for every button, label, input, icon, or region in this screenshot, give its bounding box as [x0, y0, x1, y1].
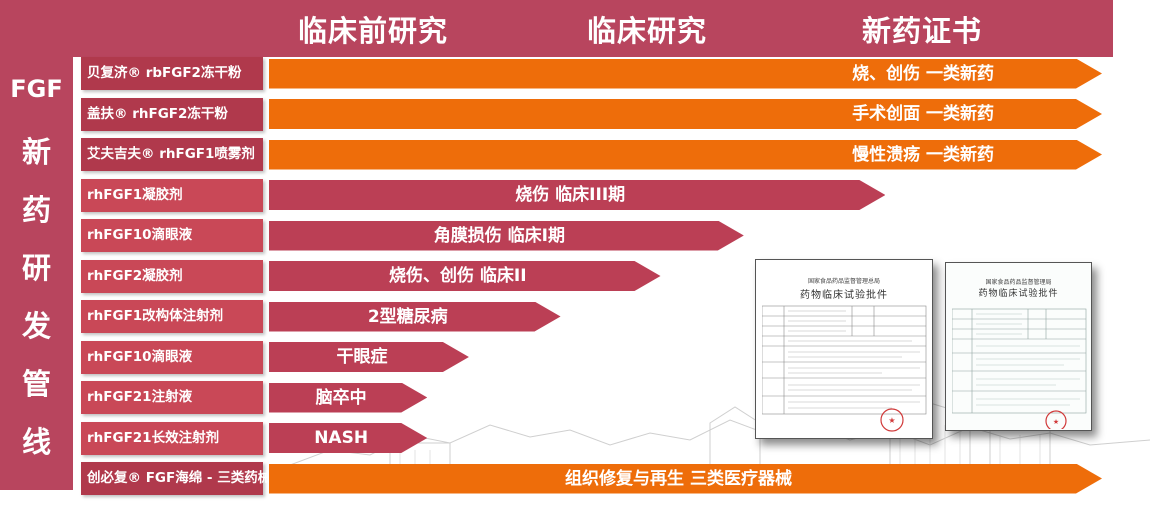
pipeline-status-text: NASH: [314, 428, 369, 448]
pipeline-product-label: rhFGF21注射液: [81, 381, 263, 414]
certificate-table-lines: ★: [952, 308, 1087, 429]
pipeline-status-text: 2型糖尿病: [367, 306, 448, 327]
pipeline-progress-arrow: 手术创面 一类新药: [269, 99, 1102, 129]
pipeline-progress-arrow: 组织修复与再生 三类医疗器械: [269, 463, 1102, 494]
clinical-trial-approval-document: 国家食品药品监督管理总局 药物临床试验批件 ★: [755, 259, 933, 439]
certificate-title: 药物临床试验批件: [978, 289, 1059, 299]
pipeline-progress-arrow: 角膜损伤 临床I期: [269, 220, 744, 251]
pipeline-product-label: rhFGF1凝胶剂: [81, 178, 263, 212]
pipeline-progress-arrow: 脑卒中: [269, 382, 428, 413]
svg-text:★: ★: [888, 416, 895, 425]
pipeline-product-label: 盖扶® rhFGF2冻干粉: [81, 97, 263, 131]
pipeline-progress-arrow: NASH: [269, 423, 428, 453]
sidebar-title-char: 管: [21, 367, 51, 401]
pipeline-progress-arrow: 烧伤、创伤 临床II: [269, 261, 661, 291]
pipeline-status-text: 烧伤、创伤 临床II: [388, 266, 527, 286]
certificate-header: 国家食品药品监督管理局: [985, 279, 1052, 286]
certificate-table-lines: ★: [762, 305, 927, 432]
pipeline-product-label: rhFGF10滴眼液: [81, 340, 263, 374]
sidebar-title-char: 线: [21, 425, 51, 459]
phase-header: 临床前研究 临床研究 新药证书: [0, 0, 1113, 57]
phase-new-drug-certificate: 新药证书: [862, 14, 983, 48]
pipeline-product-label: 创必复® FGF海绵 - 三类药械: [81, 462, 271, 495]
certificate-header: 国家食品药品监督管理总局: [807, 278, 880, 285]
pipeline-status-text: 干眼症: [336, 347, 388, 367]
pipeline-sidebar: FGF 新 药 研 发 管 线: [0, 57, 73, 490]
phase-preclinical: 临床前研究: [298, 14, 449, 48]
pipeline-product-label: 贝复济® rbFGF2冻干粉: [81, 57, 263, 90]
pipeline-status-text: 角膜损伤 临床I期: [433, 225, 566, 246]
pipeline-progress-arrow: 烧伤 临床III期: [269, 180, 886, 210]
pipeline-product-label: rhFGF10滴眼液: [81, 219, 263, 252]
pipeline-product-label: 艾夫吉夫® rhFGF1喷雾剂: [81, 138, 263, 171]
pipeline-status-text: 手术创面 一类新药: [852, 104, 994, 124]
pipeline-product-label: rhFGF2凝胶剂: [81, 259, 263, 293]
pipeline-status-text: 脑卒中: [315, 387, 367, 408]
sidebar-title-char: 药: [21, 193, 51, 227]
phase-clinical: 临床研究: [587, 14, 708, 48]
pipeline-status-text: 组织修复与再生 三类医疗器械: [565, 468, 792, 489]
sidebar-title-char: 研: [21, 251, 51, 285]
pipeline-progress-arrow: 干眼症: [269, 342, 469, 372]
sidebar-title-char: 新: [21, 135, 51, 169]
pipeline-progress-arrow: 烧、创伤 一类新药: [269, 58, 1102, 89]
svg-text:★: ★: [1053, 418, 1059, 426]
pipeline-status-text: 烧、创伤 一类新药: [852, 63, 994, 84]
sidebar-title-latin: FGF: [10, 75, 63, 103]
pipeline-product-label: rhFGF1改构体注射剂: [81, 300, 263, 333]
sidebar-title-char: 发: [21, 309, 51, 343]
pipeline-progress-arrow: 慢性溃疡 一类新药: [269, 139, 1102, 170]
clinical-trial-approval-document: 国家食品药品监督管理局 药物临床试验批件 ★: [945, 262, 1092, 431]
pipeline-status-text: 烧伤 临床III期: [515, 185, 626, 205]
pipeline-product-label: rhFGF21长效注射剂: [81, 421, 263, 455]
certificate-title: 药物临床试验批件: [800, 290, 888, 301]
pipeline-progress-arrow: 2型糖尿病: [269, 301, 561, 332]
pipeline-status-text: 慢性溃疡 一类新药: [852, 144, 994, 165]
